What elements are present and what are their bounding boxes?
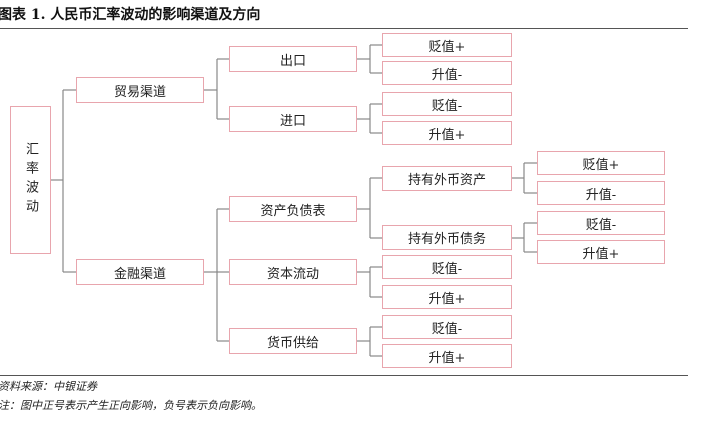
top-rule [0, 28, 688, 29]
money-supply-depreciation-node: 贬值- [382, 315, 512, 339]
export-node: 出口 [229, 46, 357, 72]
debts-appreciation-node: 升值+ [537, 240, 665, 264]
debts-depreciation-node: 贬值- [537, 211, 665, 235]
foreign-assets-node: 持有外币资产 [382, 166, 512, 191]
capital-flow-depreciation-node: 贬值- [382, 255, 512, 279]
balance-sheet-node: 资产负债表 [229, 196, 357, 222]
finance-channel-node: 金融渠道 [76, 259, 204, 285]
root-node: 汇率波动 [10, 106, 51, 254]
import-node: 进口 [229, 106, 357, 132]
capital-flow-appreciation-node: 升值+ [382, 285, 512, 309]
assets-depreciation-node: 贬值+ [537, 151, 665, 175]
import-depreciation-node: 贬值- [382, 92, 512, 116]
export-depreciation-node: 贬值+ [382, 33, 512, 57]
source-note: 资料来源：中银证券 [0, 380, 97, 393]
figure-title: 图表 1. 人民币汇率波动的影响渠道及方向 [0, 7, 261, 23]
export-appreciation-node: 升值- [382, 61, 512, 85]
foreign-debts-node: 持有外币债务 [382, 225, 512, 250]
assets-appreciation-node: 升值- [537, 181, 665, 205]
capital-flow-node: 资本流动 [229, 259, 357, 285]
import-appreciation-node: 升值+ [382, 121, 512, 145]
trade-channel-node: 贸易渠道 [76, 77, 204, 103]
footnote: 注：图中正号表示产生正向影响，负号表示负向影响。 [0, 399, 262, 412]
money-supply-appreciation-node: 升值+ [382, 344, 512, 368]
money-supply-node: 货币供给 [229, 328, 357, 354]
bottom-rule [0, 375, 688, 376]
